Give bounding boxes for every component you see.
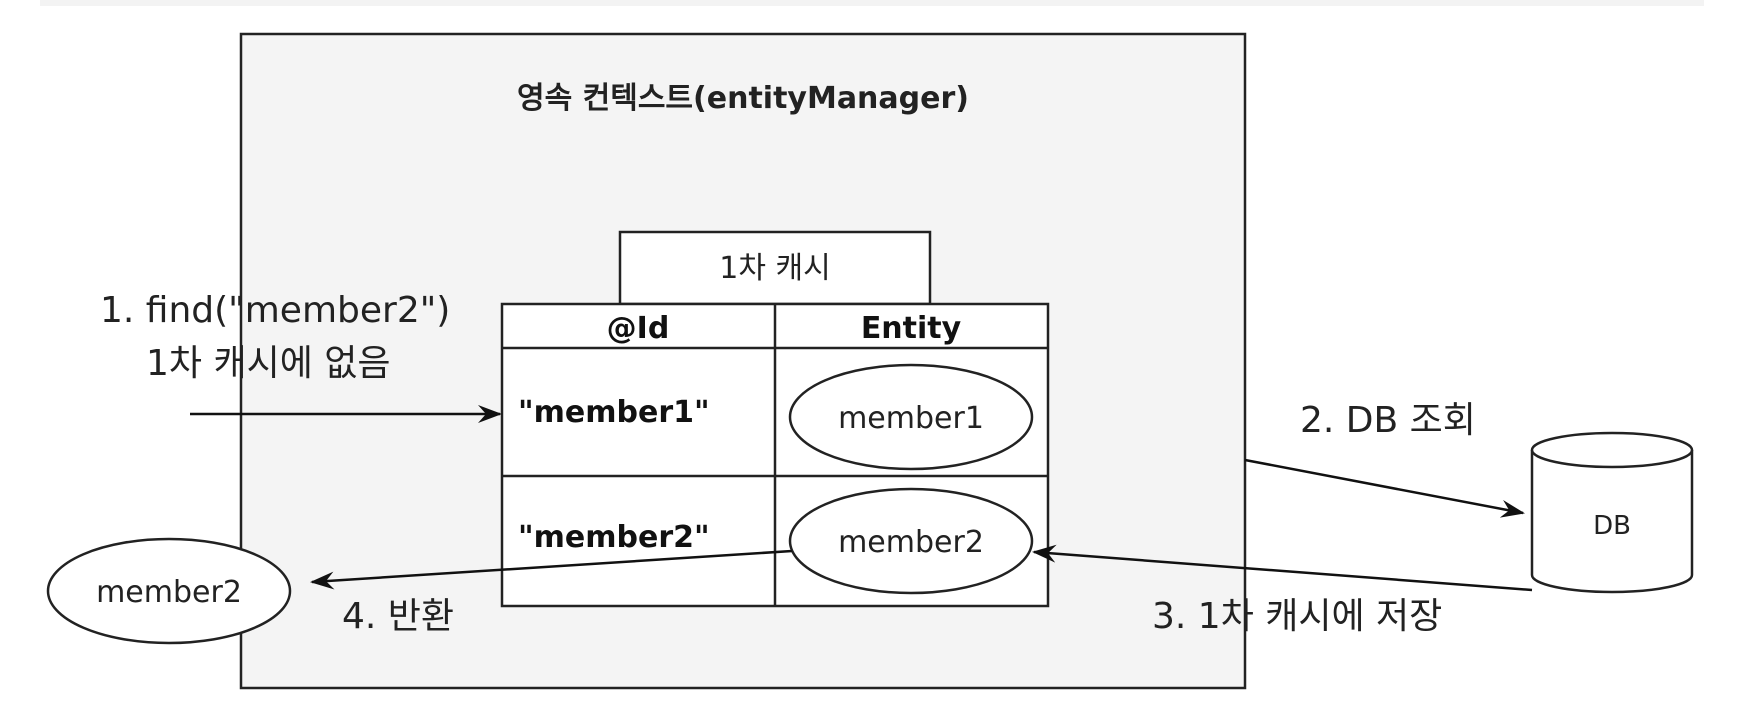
entity-member2-label: member2 <box>838 525 984 560</box>
column-header-id: @Id <box>607 311 670 346</box>
return-arrow <box>310 549 793 590</box>
cache-tab <box>618 230 932 306</box>
top-strip <box>40 0 1704 6</box>
returned-member2-ellipse <box>46 537 292 645</box>
step-1-sublabel: 1차 캐시에 없음 <box>146 343 391 384</box>
step-2-label: 2. DB 조회 <box>1300 400 1476 441</box>
db-label: DB <box>1593 511 1631 541</box>
context-title: 영속 컨텍스트(entityManager) <box>517 81 969 116</box>
row-1-id: "member1" <box>518 395 710 430</box>
db-query-arrow <box>1244 458 1525 518</box>
column-header-entity: Entity <box>861 311 962 346</box>
cache-tab-label: 1차 캐시 <box>719 251 830 286</box>
save-cache-arrow <box>1032 544 1533 592</box>
entity-member2-ellipse <box>788 487 1034 595</box>
step-3-label: 3. 1차 캐시에 저장 <box>1152 596 1442 637</box>
returned-member2-label: member2 <box>96 575 242 610</box>
db-cylinder <box>1530 431 1694 594</box>
row-2-id: "member2" <box>518 520 710 555</box>
step-4-label: 4. 반환 <box>342 596 454 637</box>
entity-member1-ellipse <box>788 363 1034 471</box>
step-1-label: 1. find("member2") <box>100 290 450 331</box>
entity-member1-label: member1 <box>838 401 984 436</box>
